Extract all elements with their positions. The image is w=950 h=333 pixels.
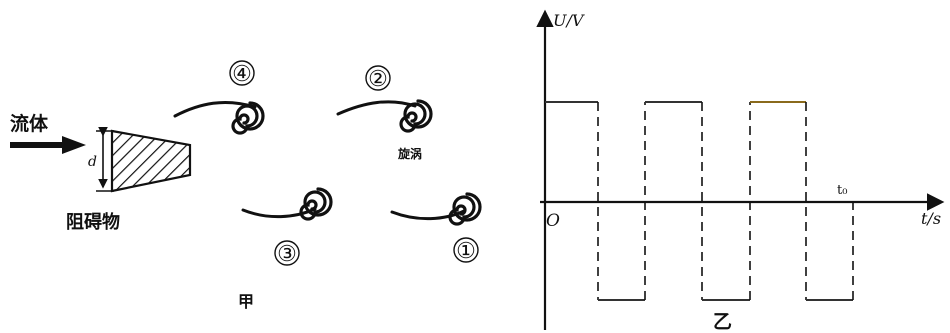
vortex-2	[336, 99, 433, 133]
vortex-label: 旋涡	[397, 146, 422, 161]
vortex-number-3: ③	[277, 242, 297, 267]
obstacle-label: 阻碍物	[66, 211, 120, 233]
vortex-3	[241, 187, 333, 221]
t0-label: t₀	[837, 183, 847, 198]
fluid-label: 流体	[10, 112, 49, 135]
vortex-number-2: ②	[368, 67, 388, 92]
caption-yi: 乙	[713, 311, 732, 333]
fluid-arrow	[10, 136, 86, 154]
width-symbol: d	[88, 154, 97, 170]
label-circle-2	[365, 65, 391, 91]
vortex-4	[173, 101, 265, 135]
figure-yi: U/V t/s O t₀ 乙	[536, 9, 945, 333]
x-axis-label: t/s	[921, 209, 941, 228]
label-circle-4	[229, 60, 255, 86]
figure-jia: 流体 d 阻碍物 ④	[10, 60, 482, 311]
obstacle	[110, 129, 192, 193]
label-circle-3	[274, 240, 300, 266]
vortex-1	[390, 192, 482, 226]
width-dimension: d	[88, 127, 114, 192]
y-axis-label: U/V	[553, 11, 585, 30]
vortex-number-4: ④	[232, 62, 252, 87]
square-wave	[545, 101, 854, 301]
caption-jia: 甲	[238, 292, 254, 311]
label-circle-1	[453, 237, 479, 263]
vortex-number-1: ①	[456, 239, 476, 264]
origin-label: O	[546, 211, 560, 231]
